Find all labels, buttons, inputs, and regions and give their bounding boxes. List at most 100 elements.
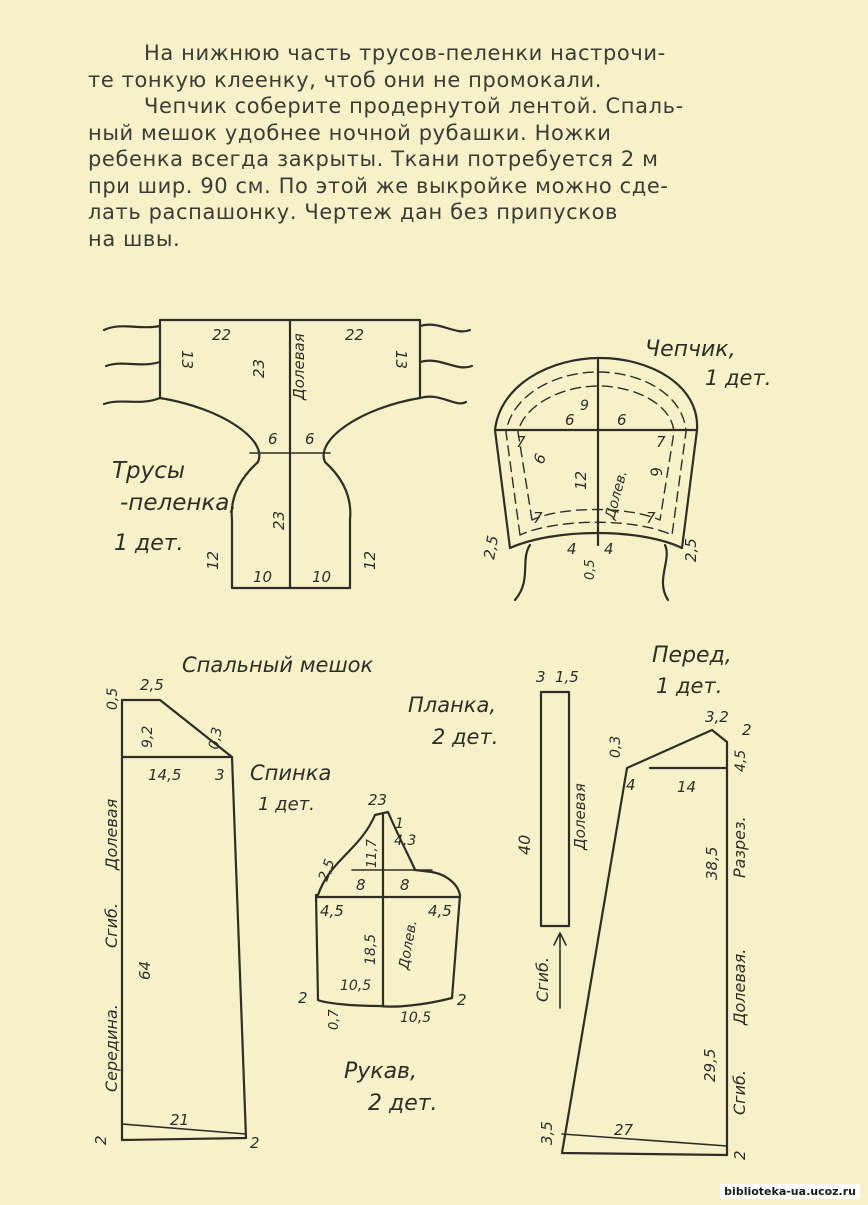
rukav-dim: 0,7: [327, 1009, 342, 1030]
spinka-grain: Долевая: [102, 798, 121, 871]
rukav-dim: 11,7: [365, 838, 380, 868]
pered-outline: [560, 728, 729, 1157]
pered-dim: 2: [731, 1150, 749, 1160]
intro-line: те тонкую клеенку, чтоб они не промокали…: [88, 67, 603, 92]
planka-labels: Планка, 2 дет. 3 1,5 40 Долевая Сгиб.: [408, 668, 589, 1002]
pered-dim: 4: [626, 776, 636, 794]
planka-pattern: [539, 690, 571, 1009]
intro-line: лать распашонку. Чертеж дан без припуско…: [88, 200, 618, 224]
trusy-outline: [158, 318, 422, 590]
trusy-dim: 22: [212, 326, 231, 344]
planka-count: 2 дет.: [432, 725, 498, 749]
intro-line: Чепчик соберите продернутой лентой. Спал…: [144, 94, 684, 118]
pered-count: 1 дет.: [656, 674, 722, 698]
trusy-tie: [418, 395, 468, 405]
rukav-dim: 4,5: [320, 902, 344, 920]
planka-dim: 3: [536, 668, 546, 686]
chepchik-title: Чепчик,: [645, 337, 736, 362]
spinka-outline: [120, 698, 248, 1142]
chepchik-dim: 6: [530, 451, 550, 466]
chepchik-pattern: [493, 356, 699, 602]
planka-outline: [539, 690, 571, 928]
pered-dim: 4,5: [733, 750, 749, 772]
meshok-title: Спальный мешок: [182, 653, 374, 677]
pered-labels: Перед, 1 дет. 3,2 2 4,5 0,3 4 14 38,5 Ра…: [538, 643, 752, 1160]
trusy-title: -пеленка,: [120, 490, 237, 516]
chepchik-dim: 0,5: [583, 559, 598, 580]
chepchik-dim: 6: [646, 466, 665, 479]
pered-title: Перед,: [652, 643, 732, 668]
trusy-labels: Трусы -пеленка, 1 дет. 22 22 13 13 23 До…: [112, 326, 410, 586]
planka-arrowhead: [553, 932, 567, 946]
rukav-dim: 4,5: [428, 902, 452, 920]
chepchik-dashed-outline: [505, 371, 687, 536]
chepchik-dim: 6: [617, 411, 627, 429]
chepchik-grain: Долев.: [602, 469, 631, 522]
trusy-dim: 13: [178, 350, 196, 369]
trusy-tie: [102, 324, 162, 332]
chepchik-dim: 7: [646, 509, 656, 527]
trusy-dim: 22: [345, 326, 364, 344]
spinka-middle: Середина.: [102, 1004, 121, 1092]
chepchik-dim: 6: [565, 411, 575, 429]
chepchik-dim: 7: [656, 433, 666, 451]
chepchik-dim: 12: [572, 471, 590, 490]
spinka-dim: 2: [250, 1134, 260, 1152]
chepchik-tie: [661, 543, 670, 602]
chepchik-dim: 2,5: [682, 538, 700, 562]
chepchik-count: 1 дет.: [705, 366, 771, 390]
rukav-dim: 23: [368, 791, 387, 809]
pered-pattern: [560, 728, 729, 1157]
pered-dim: 2: [742, 721, 752, 739]
planka-title: Планка,: [408, 693, 496, 717]
spinka-dim: 2,5: [140, 676, 164, 694]
trusy-dim: 13: [392, 350, 410, 369]
rukav-count: 2 дет.: [368, 1091, 438, 1116]
rukav-grain: Долев.: [396, 919, 421, 972]
planka-dim: 40: [515, 835, 534, 855]
trusy-title: Трусы: [112, 458, 185, 484]
trusy-dim: 10: [312, 568, 331, 586]
spinka-dim: 64: [136, 961, 154, 980]
chepchik-dim: 4: [567, 540, 577, 558]
pered-grain: Долевая.: [730, 949, 749, 1026]
pered-dim: 0,3: [608, 736, 624, 758]
watermark: biblioteka-ua.ucoz.ru: [720, 1184, 860, 1199]
trusy-tie: [104, 360, 162, 368]
pered-fold: Сгиб.: [730, 1070, 749, 1115]
spinka-dim: 3: [215, 766, 225, 784]
rukav-title: Рукав,: [344, 1059, 417, 1084]
intro-line: ный мешок удобнее ночной рубашки. Ножки: [88, 120, 612, 145]
spinka-dim: 0,5: [105, 688, 121, 710]
spinka-dim: 9,2: [140, 726, 156, 748]
trusy-tie: [102, 396, 162, 406]
trusy-dim: 6: [268, 430, 278, 448]
rukav-dim: 2,5: [316, 857, 339, 883]
rukav-dim: 10,5: [400, 1010, 431, 1026]
rukav-dim: 2: [457, 991, 467, 1009]
trusy-dim: 23: [270, 511, 288, 530]
rukav-dim: 18,5: [363, 934, 379, 965]
trusy-tie: [418, 359, 474, 369]
rukav-dim: 1: [395, 816, 404, 832]
trusy-count: 1 дет.: [114, 531, 184, 556]
chepchik-dashed-outline: [517, 385, 675, 521]
pered-dim: 14: [677, 778, 696, 796]
trusy-tie: [418, 323, 472, 333]
planka-grain: Долевая: [571, 783, 589, 851]
trusy-dim: 10: [253, 568, 272, 586]
planka-fold: Сгиб.: [533, 957, 552, 1002]
intro-line: при шир. 90 см. По этой же выкройке можн…: [88, 173, 669, 198]
pered-cut: Разрез.: [730, 816, 749, 878]
pered-dim: 3,2: [705, 708, 729, 726]
spinka-fold: Сгиб.: [102, 903, 121, 948]
rukav-pattern: [314, 810, 462, 1008]
spinka-dim: 21: [170, 1111, 189, 1129]
pered-dim: 29,5: [701, 1049, 719, 1082]
pered-hem-line: [561, 1133, 728, 1147]
pered-dim: 3,5: [538, 1121, 556, 1145]
trusy-dim: 12: [361, 551, 379, 570]
spinka-labels: Спальный мешок Спинка 1 дет. 0,5 2,5 9,2…: [92, 653, 374, 1152]
